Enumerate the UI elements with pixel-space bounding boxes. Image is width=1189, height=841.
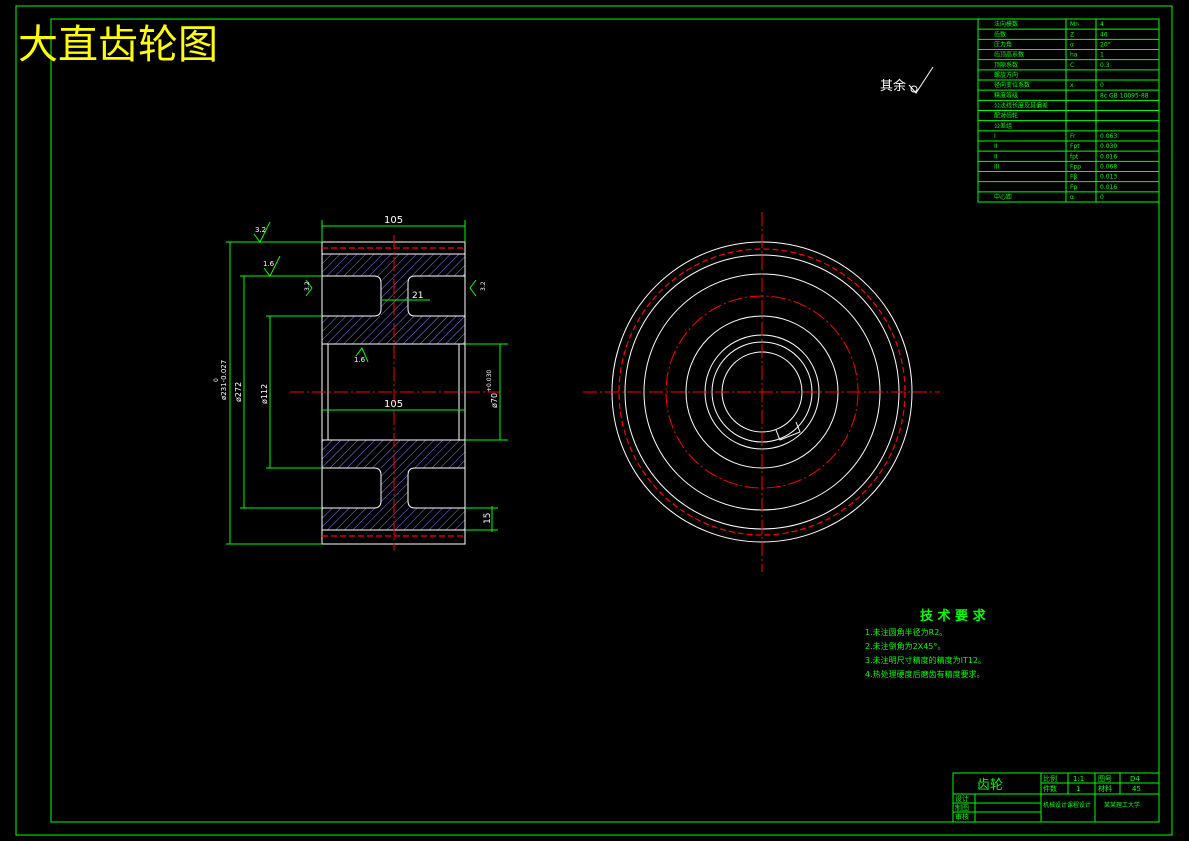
tech-item: 3.未注明尺寸精度的精度为IT12。	[865, 655, 986, 665]
dim-outer-tol: 0	[213, 378, 220, 382]
roughness-value: 3.2	[255, 226, 266, 234]
param-cell: 0.068	[1100, 164, 1117, 171]
parameter-table: 法向模数 Mn 4 齿数 Z 46 压力角 α 20° 齿顶高系数 ha 1 顶隙系数 C 0.3 螺旋方向径…	[977, 18, 1160, 203]
param-cell: Z	[1070, 31, 1074, 38]
param-cell: 0	[1100, 82, 1104, 89]
param-cell: 齿顶高系数	[994, 51, 1024, 59]
qty-label: 件数	[1043, 784, 1057, 793]
front-view	[583, 212, 940, 572]
param-cell: II	[994, 143, 998, 150]
param-cell: 46	[1100, 31, 1108, 38]
qty-value: 1	[1076, 785, 1080, 793]
param-cell: II	[994, 153, 998, 160]
scale-value: 1:1	[1073, 775, 1084, 783]
design-label: 设计	[955, 794, 969, 803]
roughness-value: 3.2	[480, 281, 487, 291]
tech-item: 2.未注倒角为2X45°。	[865, 641, 945, 651]
param-cell: III	[994, 164, 1000, 171]
roughness-icon	[253, 221, 271, 243]
param-cell: 20°	[1100, 42, 1111, 49]
dim-web: 21	[412, 291, 423, 301]
param-cell: 1	[1100, 52, 1104, 59]
param-cell: ha	[1070, 52, 1078, 59]
tech-heading: 技 术 要 求	[920, 608, 987, 624]
param-cell: 中心距	[994, 193, 1012, 201]
roughness-icon	[355, 347, 369, 363]
param-cell: 0.016	[1100, 184, 1117, 191]
roughness-value: 1.6	[354, 356, 366, 364]
dim-width-top: 105	[384, 215, 403, 226]
outer-frame	[15, 5, 1173, 836]
part-name: 齿轮	[977, 778, 1003, 793]
param-cell: 顶隙系数	[994, 61, 1018, 69]
roughness-value: 1.6	[263, 260, 275, 268]
dim-width-mid: 105	[384, 399, 403, 410]
dim-rim: 15	[483, 513, 493, 524]
param-cell: C	[1070, 62, 1074, 69]
roughness-value: 3.2	[304, 281, 311, 291]
dim-bore: ø70	[490, 393, 499, 408]
inner-frame	[50, 18, 1160, 823]
roughness-icon	[469, 279, 477, 297]
param-cell: 螺旋方向	[994, 71, 1018, 79]
param-cell: Fr	[1070, 133, 1076, 140]
roughness-icon	[305, 279, 313, 297]
param-cell: 精度等级	[994, 91, 1018, 99]
tech-item: 1.未注圆角半径为R2。	[865, 627, 947, 637]
param-cell: 4	[1100, 21, 1104, 28]
param-cell: 0.030	[1100, 143, 1117, 150]
section-view: 105 105 21 15 ø231-0.027 0 ø272 ø112 ø70…	[213, 215, 508, 550]
param-cell: α	[1070, 194, 1074, 201]
sheet-label: 图号	[1098, 775, 1112, 783]
dim-bore-tol: +0.030	[486, 370, 493, 392]
surface-note: 其余	[880, 78, 906, 94]
dim-272: ø272	[234, 382, 243, 402]
roughness-icon	[263, 255, 281, 277]
param-cell: Mn	[1070, 21, 1079, 28]
dim-outer-diameter: ø231-0.027	[220, 360, 228, 400]
drawing-title: 大直齿轮图	[18, 22, 218, 68]
course-name: 机械设计课程设计	[1043, 801, 1091, 809]
param-cell: 配对齿轮	[994, 112, 1018, 120]
param-cell: 0.013	[1100, 174, 1117, 181]
param-cell: 8c GB 10095-88	[1100, 92, 1149, 99]
dim-112: ø112	[260, 384, 269, 404]
roughness-symbol-icon	[908, 66, 934, 94]
material-label: 材料	[1098, 784, 1112, 793]
sheet-value: D4	[1130, 775, 1140, 783]
param-cell: 0.3	[1100, 62, 1110, 69]
param-cell: Fpt	[1070, 143, 1080, 150]
param-cell: Fp	[1070, 184, 1077, 191]
draw-label: 制图	[955, 803, 969, 812]
param-cell: 压力角	[994, 41, 1012, 49]
material-value: 45	[1132, 785, 1141, 793]
param-cell: Fβ	[1070, 174, 1077, 181]
tech-item: 4.热处理硬度后磨齿有精度要求。	[865, 669, 985, 679]
tech-requirements: 技 术 要 求 1.未注圆角半径为R2。 2.未注倒角为2X45°。 3.未注明…	[865, 608, 987, 679]
param-cell: 法向模数	[994, 20, 1018, 28]
param-cell: Fpp	[1070, 164, 1081, 171]
school-name: 某某理工大学	[1104, 801, 1140, 809]
param-cell: 公差组	[994, 122, 1012, 130]
param-cell: x	[1070, 82, 1074, 89]
param-cell: I	[994, 133, 996, 140]
param-cell: fpt	[1070, 153, 1079, 160]
param-cell: 0	[1100, 194, 1104, 201]
param-cell: 0.063	[1100, 133, 1117, 140]
param-cell: 公法线长度及其偏差	[994, 102, 1048, 110]
scale-label: 比例	[1043, 774, 1057, 783]
param-cell: 齿数	[994, 30, 1006, 38]
param-cell: 0.016	[1100, 153, 1117, 160]
check-label: 审核	[955, 812, 969, 821]
param-cell: 径向变位系数	[994, 81, 1030, 89]
param-cell: α	[1070, 42, 1074, 49]
title-block: 齿轮 比例 1:1 图号 D4 件数 1 材料 45 设计 制图 审核 机械设计…	[952, 772, 1160, 823]
